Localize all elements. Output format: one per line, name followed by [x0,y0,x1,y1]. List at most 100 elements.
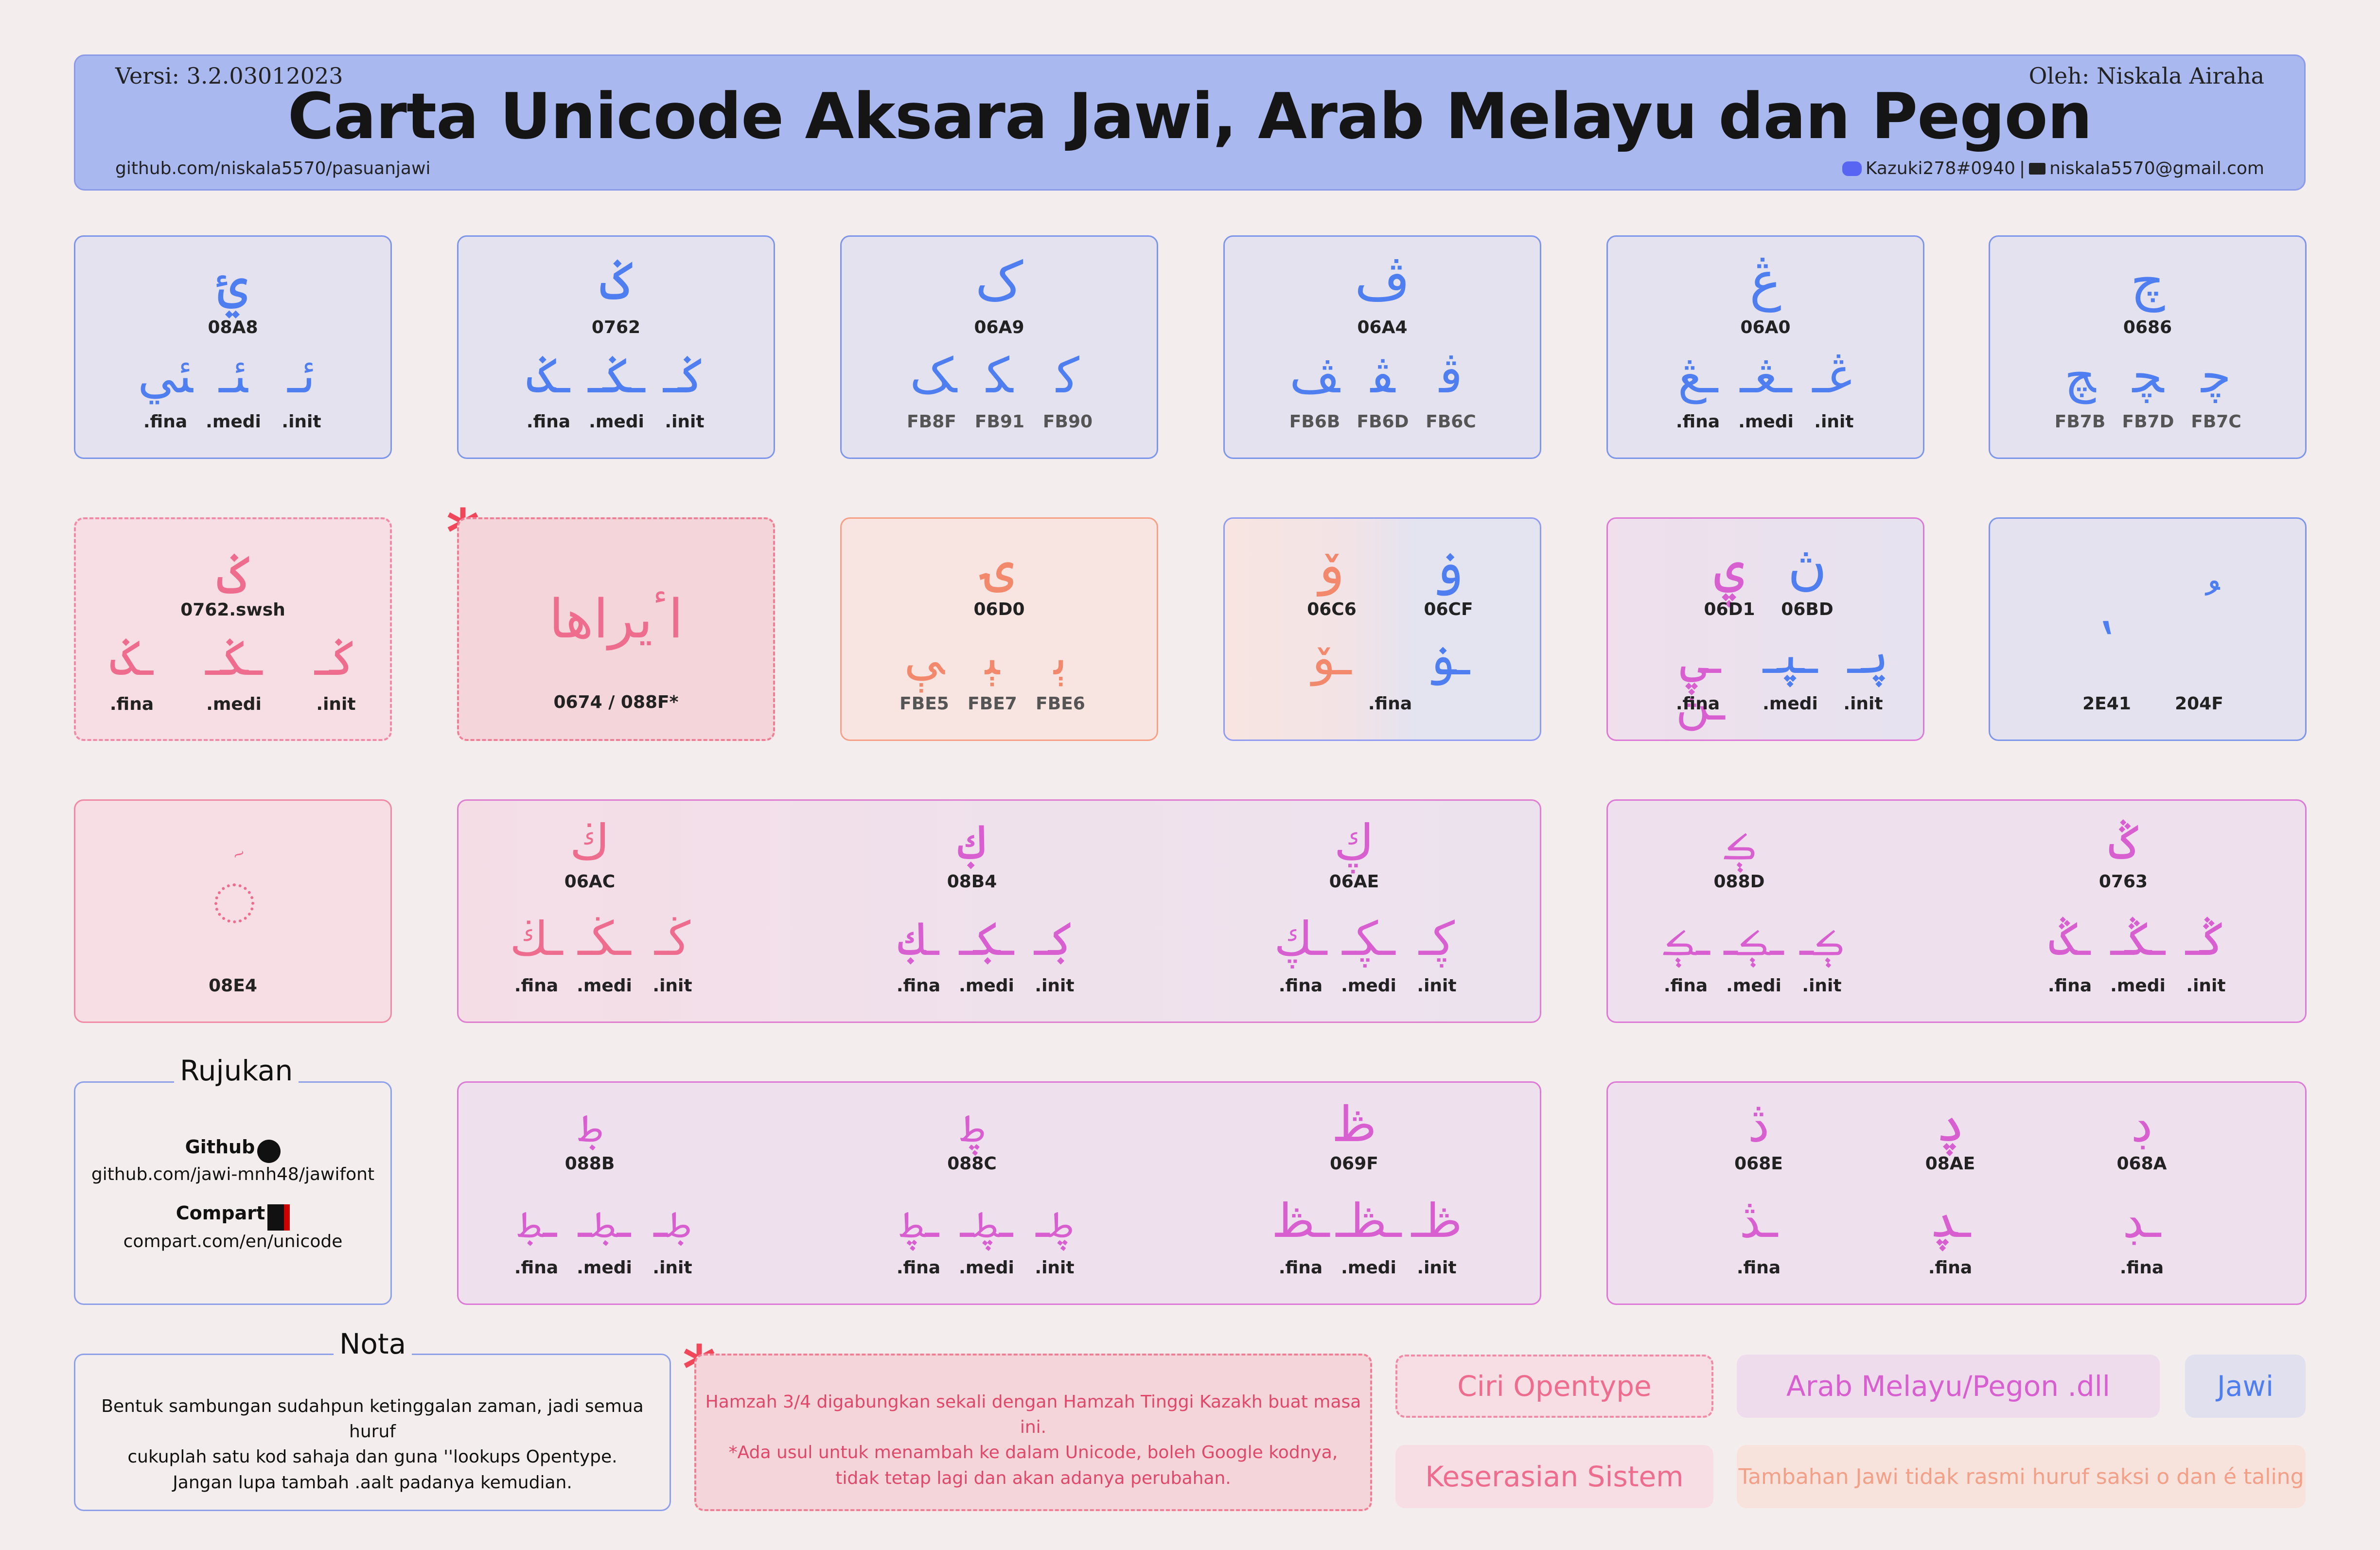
form-glyph: ـڬـ [578,912,631,966]
codepoint-label: 06A0 [1740,317,1791,337]
main-glyph: ڎ [1747,1096,1770,1153]
discord-handle[interactable]: Kazuki278#0940 [1865,159,2016,178]
nota-text: Bentuk sambungan sudahpun ketinggalan za… [75,1394,670,1496]
codepoint-label: 068A [2116,1154,2167,1174]
compart-icon [267,1204,290,1231]
card-warning: Hamzah 3/4 digabungkan sekali dengan Ham… [694,1354,1372,1511]
code-fb-e7: FBE7 [968,694,1017,714]
main-glyph: ڬ [569,814,610,871]
main-glyph-left: ۆ [1319,534,1345,596]
main-glyph: ڠ [1749,250,1781,312]
form-label: .init [282,412,321,432]
codepoint-label: 068E [1734,1154,1783,1174]
form-init: ۑـ [1847,630,1889,684]
github-url[interactable]: github.com/jawi-mnh48/jawifont [91,1164,375,1184]
form-label: .fina [514,1258,559,1278]
main-glyph: ڊ [2131,1096,2153,1153]
form-label: .fina [1663,976,1708,996]
codepoint-right: 06BD [1781,599,1833,619]
form-glyph: ﭽ [2132,347,2164,404]
form-label: .medi [2110,976,2166,996]
form-glyph: ـࢌ [898,1194,939,1248]
codepoint-label: 069F [1330,1154,1378,1174]
form-glyph: ـڊ [2122,1194,2161,1248]
codepoint-label: 08A8 [208,317,258,337]
codepoint-label: 0686 [2123,317,2172,337]
dotted-circle-icon [214,883,254,923]
codepoint-label: 088C [947,1154,997,1174]
form-glyph: ـࢋـ [578,1194,631,1248]
form-fb-e6: ﯦ [1054,629,1067,686]
form-glyph: ـݢ [527,347,570,404]
main-glyph: ڟ [1331,1096,1377,1153]
form-glyph: ࢋـ [653,1194,691,1248]
form-label: FB7C [2191,412,2241,432]
codepoint-label: 08B4 [947,872,997,892]
form-glyph: ڬـ [654,912,690,966]
form-label: .init [1035,976,1075,996]
version-label: Versi: 3.2.03012023 [115,63,343,89]
form-glyph: ـڟـ [1336,1194,1402,1248]
form-glyph: ـڠـ [1740,347,1792,404]
label-init: .init [1843,694,1883,714]
form-glyph: ﮏ [910,347,953,404]
main-glyph: ۍ [983,534,1015,596]
form-glyph: ﺌـ [219,347,248,404]
form-glyph: ࢍـ [1799,912,1844,966]
legend-keserasian: Keserasian Sistem [1395,1445,1713,1508]
codepoint-label: 08E4 [209,976,257,996]
form-glyph: ﭻ [2064,347,2096,404]
form-glyph: ـڮ [1274,912,1327,966]
form-label: .medi [577,1258,632,1278]
codepoint-label: 06AE [1329,872,1379,892]
nota-line: Jangan lupa tambah .aalt padanya kemudia… [173,1472,572,1493]
codepoint-label: 08AE [1925,1154,1975,1174]
warning-text: Hamzah 3/4 digabungkan sekali dengan Ham… [696,1390,1370,1491]
form-glyph: ـࢮ [1929,1194,1971,1248]
form-label: .fina [1278,976,1323,996]
form-glyph: ـݣ [2049,912,2091,966]
form-glyph: ﭭ [1370,347,1395,404]
form-label: .fina [526,412,571,432]
form-label: .medi [1341,976,1396,996]
form-glyph: ﮑ [986,347,1013,404]
form-glyph: ـࢌـ [960,1194,1013,1248]
codepoint-right: 06CF [1424,599,1473,619]
form-glyph: ـࢍـ [1724,912,1784,966]
code-fb-e6: FBE6 [1036,694,1085,714]
card-2E41-204F: ⹁ ُ 2E41 204F [1989,517,2307,741]
form-label: FB6C [1426,412,1476,432]
compart-url[interactable]: compart.com/en/unicode [123,1232,343,1251]
main-glyph: ک [975,250,1023,312]
form-label: .init [1417,1258,1457,1278]
label-fina: .fina [1675,694,1720,714]
repo-link[interactable]: github.com/niskala5570/pasuanjawi [115,159,431,178]
main-glyph: ݢ [217,544,249,606]
form-fb-e5: ﯥ [904,629,945,686]
codepoint-label: 06A9 [974,317,1024,337]
form-fina: ـݢ [110,630,153,687]
email-link[interactable]: niskala5570@gmail.com [2049,159,2264,178]
label-medi: .medi [206,694,262,714]
form-glyph: ݣـ [2185,912,2227,966]
form-glyph: ـࢴ [898,912,939,966]
card-nota: Bentuk sambungan sudahpun ketinggalan za… [74,1354,671,1511]
codepoint-left: 2E41 [2082,694,2131,714]
main-glyph-left: ۑ [1713,534,1745,596]
form-label: .fina [1928,1258,1973,1278]
form-glyph: ﺌﻲ [138,347,193,404]
form-glyph: ـڮـ [1342,912,1395,966]
form-glyph: ـڠ [1677,347,1718,404]
main-glyph: ࢋ [576,1096,603,1153]
form-label: FB8F [907,412,956,432]
main-glyph: ڮ [1334,814,1375,871]
main-glyph: ݣ [2109,814,2138,871]
form-glyph: ـڟ [1271,1194,1330,1248]
glyph-2E41: ⹁ [2100,578,2114,640]
main-glyph: چ [2130,250,2165,312]
